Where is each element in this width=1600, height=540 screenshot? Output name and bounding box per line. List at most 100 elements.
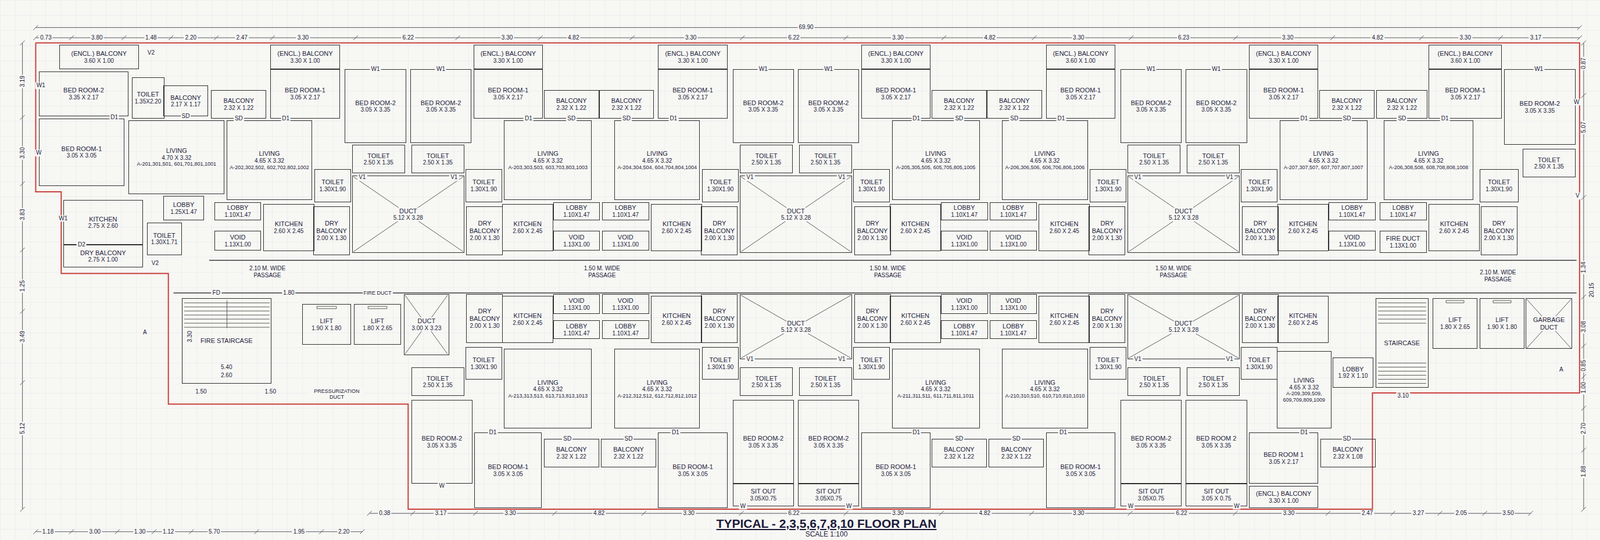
dimension-tick bbox=[641, 510, 647, 516]
room-name: LOBBY bbox=[1340, 203, 1364, 212]
room-name: SIT OUT bbox=[1203, 487, 1230, 496]
room-box: LOBBY1.10X1.47 bbox=[1379, 202, 1427, 221]
room-box: BED ROOM-13.05 X 3.05 bbox=[1046, 432, 1116, 508]
room-name: LIVING bbox=[537, 149, 560, 158]
room-name: LIVING bbox=[1033, 378, 1057, 387]
room-name: KITCHEN bbox=[513, 220, 543, 228]
room-name: LIVING bbox=[646, 378, 669, 387]
vent-mark: V1 bbox=[449, 174, 459, 182]
room-box: LIVING4.65 X 3.32A-213,313,513, 613,713,… bbox=[503, 348, 592, 429]
room-name: LOBBY bbox=[1391, 203, 1415, 212]
room-name: DUCT bbox=[1173, 319, 1194, 328]
room-box: DRY BALCONY2.00 X 1.30 bbox=[1241, 294, 1279, 343]
dimension-tick bbox=[1581, 195, 1587, 200]
door-mark: D1 bbox=[1298, 429, 1309, 437]
room-box: BED ROOM-23.05 X 3.35 bbox=[410, 69, 472, 143]
room-name: BED ROOM-1 bbox=[61, 145, 103, 153]
flat-numbers: A-207,307,507, 607,707,807,1007 bbox=[1283, 164, 1365, 171]
duct-cross bbox=[405, 295, 448, 354]
room-name: LIVING bbox=[924, 149, 947, 158]
room-box: KITCHEN2.60 X 2.45 bbox=[1277, 203, 1329, 252]
room-name: DRY BALCONY bbox=[1090, 307, 1124, 322]
room-size: 2.50 X 1.35 bbox=[1197, 381, 1229, 389]
room-size: 2.17 X 1.17 bbox=[170, 101, 202, 109]
dimension-text: 3.30 bbox=[681, 509, 696, 517]
room-size: 1.30X1.71 bbox=[150, 238, 179, 246]
dimension-text: 5.07 bbox=[1580, 120, 1588, 135]
dimension-text: 3.83 bbox=[19, 207, 27, 221]
room-size: 1.30X1.90 bbox=[706, 363, 735, 371]
room-box: BALCONY2.32 X 1.22 bbox=[543, 438, 600, 468]
room-name: FIRE DUCT bbox=[1385, 234, 1421, 243]
room-name: DRY BALCONY bbox=[1482, 219, 1516, 235]
window-mark: W1 bbox=[370, 66, 382, 74]
room-size: 1.35X2.20 bbox=[134, 98, 163, 106]
room-box: BED ROOM 23.05 X 3.35 bbox=[1185, 399, 1247, 484]
lift-counterweight bbox=[367, 306, 387, 309]
dimension-text: 1.95 bbox=[292, 528, 306, 536]
duct-cross bbox=[741, 176, 851, 252]
room-name: KITCHEN bbox=[1049, 220, 1079, 228]
door-mark: D1 bbox=[911, 115, 922, 123]
room-box: DUCT5.12 X 3.28 bbox=[1127, 294, 1240, 360]
room-box: DUCT5.12 X 3.28 bbox=[352, 175, 465, 253]
room-box: LOBBY1.92 X 1.10 bbox=[1332, 357, 1374, 389]
room-size: 2.32 X 1.22 bbox=[943, 453, 975, 461]
duct-cross bbox=[1128, 176, 1239, 252]
dimension-text: 3.80 bbox=[90, 34, 104, 42]
flat-numbers: A-213,313,513, 613,713,813,1013 bbox=[507, 392, 589, 399]
room-name: BED ROOM-2 bbox=[62, 86, 105, 95]
room-size: 3.05 X 3.35 bbox=[426, 442, 458, 450]
door-mark: D1 bbox=[670, 429, 681, 437]
stair-tread bbox=[1377, 378, 1427, 380]
room-name: BED ROOM-2 bbox=[420, 434, 463, 443]
room-box: BED ROOM-23.05 X 3.35 bbox=[344, 69, 406, 143]
dimension-text: 3.30 bbox=[1280, 34, 1295, 42]
room-size: 3.30 X 1.00 bbox=[1268, 497, 1299, 505]
dimension-text: 0.85 bbox=[1580, 358, 1588, 372]
room-size: 2.32 X 1.08 bbox=[1332, 453, 1364, 461]
room-box: LIFT1.90 X 1.80 bbox=[302, 303, 352, 345]
passage-label: 1.50 M. WIDE PASSAGE bbox=[864, 265, 912, 279]
room-name: TOILET bbox=[708, 178, 732, 186]
room-size: 1.30X1.90 bbox=[469, 185, 498, 193]
room-size: 3.05 X 3.05 bbox=[66, 152, 98, 160]
stair-tread bbox=[1377, 383, 1427, 384]
room-name: BED ROOM-1 bbox=[1059, 86, 1102, 95]
room-box: BED ROOM-23.05 X 3.35 bbox=[1120, 399, 1182, 484]
room-size: 4.65 X 3.32 bbox=[1412, 157, 1444, 165]
dimension-tick bbox=[1233, 35, 1238, 41]
room-name: BALCONY bbox=[943, 97, 976, 105]
room-size: 2.00 X 1.30 bbox=[316, 234, 347, 242]
room-box: LOBBY1.10X1.47 bbox=[553, 320, 601, 339]
duct-cross bbox=[741, 176, 851, 252]
room-box: BED ROOM-13.05 X 3.05 bbox=[474, 432, 542, 508]
room-box: BALCONY2.32 X 1.22 bbox=[599, 90, 655, 119]
room-name: TOILET bbox=[1247, 356, 1271, 364]
room-name: VOID bbox=[568, 233, 586, 242]
room-size: 2.60 X 2.45 bbox=[273, 227, 304, 235]
dimension-text: 3.30 bbox=[890, 34, 905, 42]
room-size: 1.13X1.00 bbox=[950, 241, 979, 249]
room-box: GARBAGE DUCT bbox=[1525, 298, 1573, 350]
room-name: TOILET bbox=[1487, 178, 1511, 186]
duct-cross bbox=[353, 176, 464, 252]
window-mark: W1 bbox=[1210, 66, 1222, 74]
room-name: DRY BALCONY bbox=[1243, 219, 1277, 235]
vent-mark: V1 bbox=[836, 355, 847, 363]
room-size: 2.50 X 1.35 bbox=[1197, 159, 1229, 167]
room-name: BED ROOM-1 bbox=[875, 463, 918, 471]
duct-cross bbox=[1526, 299, 1571, 349]
dimension-text: 3.17 bbox=[1529, 34, 1543, 42]
room-size: 1.10X1.47 bbox=[223, 211, 252, 219]
room-box: DUCT3.00 X 3.23 bbox=[403, 294, 449, 356]
room-box: TOILET1.30X1.90 bbox=[1240, 169, 1278, 202]
dimension-tick bbox=[20, 115, 25, 120]
room-name: TOILET bbox=[1142, 152, 1166, 160]
room-size: 5.12 X 3.28 bbox=[780, 214, 812, 222]
room-size: 2.00 X 1.30 bbox=[703, 322, 735, 330]
room-box: BED ROOM-13.05 X 2.17 bbox=[270, 69, 340, 118]
dimension-tick bbox=[359, 529, 365, 535]
room-name: TOILET bbox=[1201, 374, 1225, 383]
room-box: VOID1.13X1.00 bbox=[214, 230, 262, 251]
